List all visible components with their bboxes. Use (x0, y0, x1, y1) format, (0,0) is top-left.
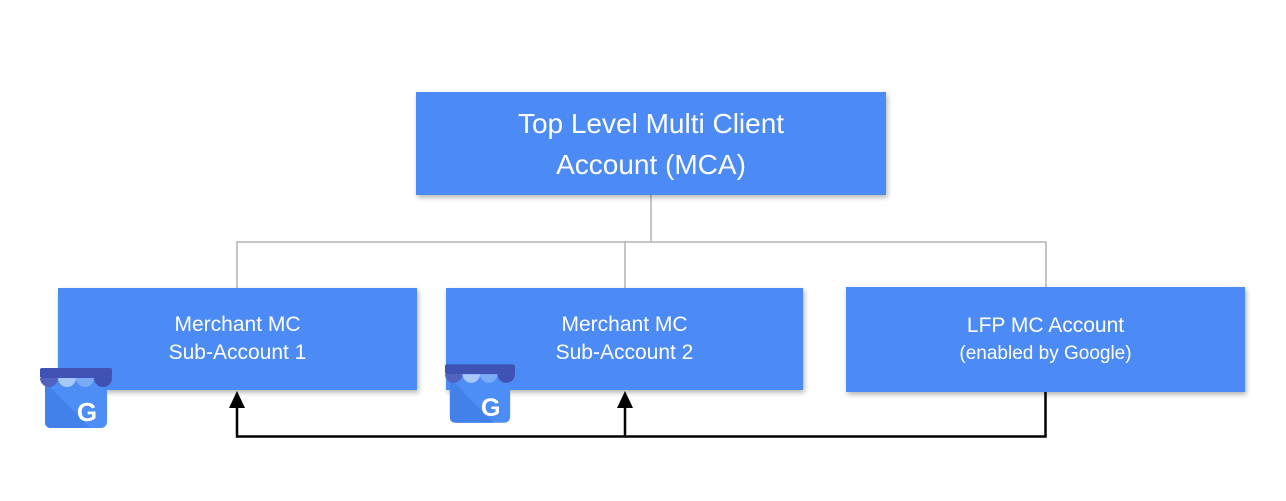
node-merchant-sub-account-2: Merchant MC Sub-Account 2 (446, 288, 803, 390)
node-label-line: Merchant MC (174, 313, 301, 336)
node-label-line: Merchant MC (561, 313, 688, 336)
google-my-business-icon: G (40, 368, 112, 428)
node-label-line: (enabled by Google) (959, 342, 1132, 364)
tree-connector-line (236, 195, 1047, 288)
awning-scallops (40, 378, 112, 387)
node-merchant-sub-account-1: Merchant MC Sub-Account 1 (58, 288, 417, 390)
lfp-feedback-line (235, 392, 1047, 438)
up-arrowhead-icon (617, 391, 633, 408)
node-lfp-mc-account: LFP MC Account (enabled by Google) (846, 287, 1245, 392)
google-my-business-icon: G (445, 364, 515, 423)
node-label-line: Sub-Account 1 (168, 341, 307, 364)
google-g-letter: G (77, 397, 97, 427)
google-g-letter: G (481, 394, 501, 422)
node-label-line: Sub-Account 2 (555, 341, 694, 364)
awning-bar (40, 368, 112, 378)
storefront-fold (45, 382, 90, 428)
storefront-fold (449, 378, 494, 423)
node-label-line: Top Level Multi Client (517, 107, 785, 139)
awning-scallops (445, 374, 515, 383)
node-top-level-mca: Top Level Multi Client Account (MCA) (416, 92, 886, 195)
node-label-line: Account (MCA) (556, 148, 746, 180)
awning-bar (445, 364, 515, 375)
up-arrowhead-icon (229, 391, 245, 408)
node-label-line: LFP MC Account (966, 313, 1125, 337)
